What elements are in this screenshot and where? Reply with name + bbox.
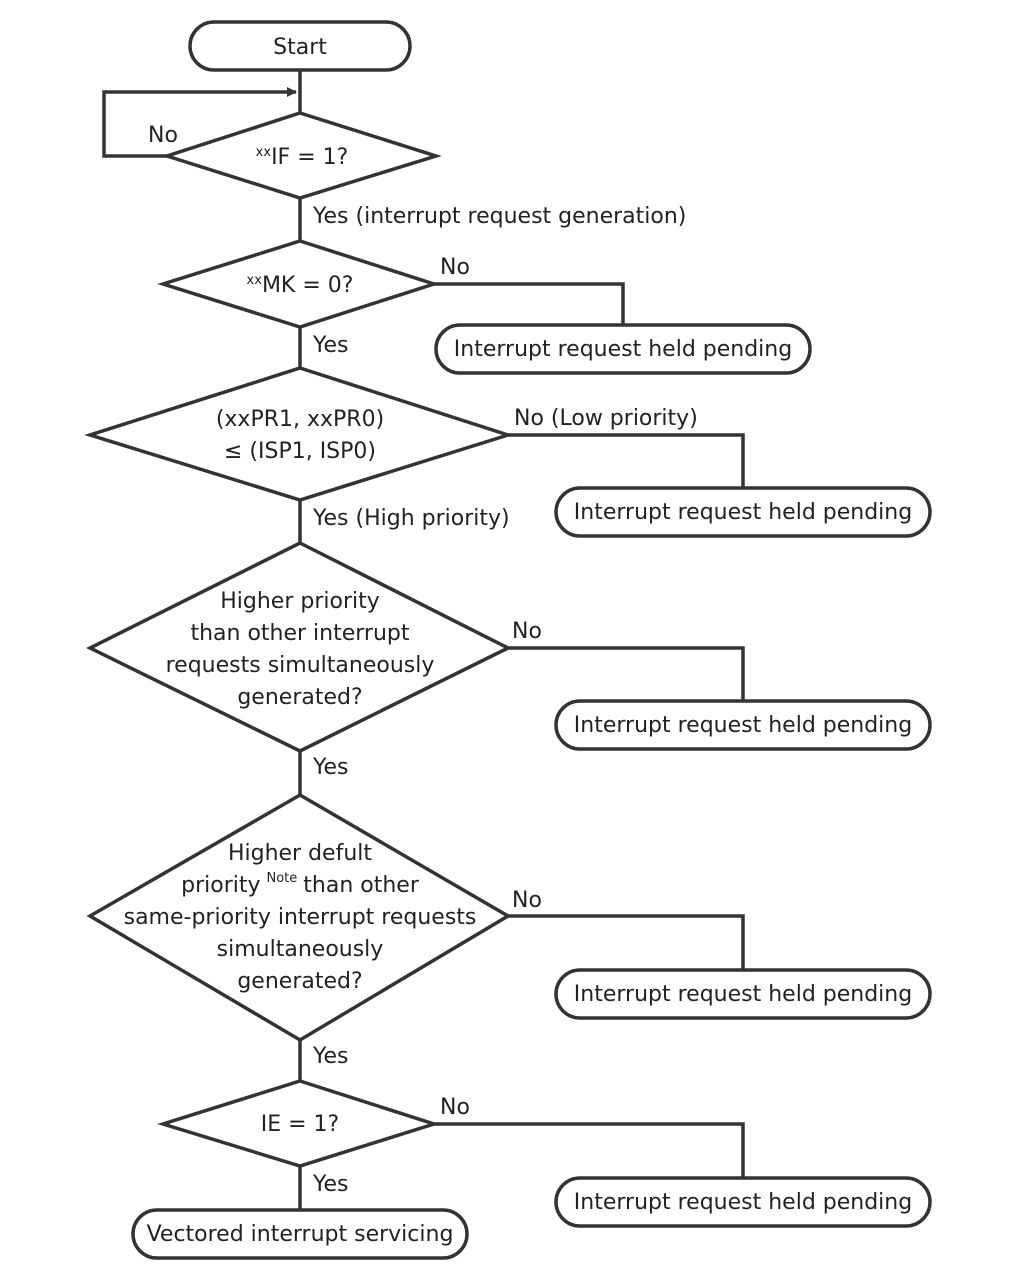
decision-ie [157,1079,440,1168]
pending-label-4: Interrupt request held pending [574,982,912,1007]
pending-box-3 [554,699,932,751]
decision-if [161,111,442,200]
branch-connector [508,646,745,701]
decision-priority-yes-label: Yes (High priority) [312,506,510,531]
decision-ie-no-label: No [440,1095,470,1120]
branch-connector [508,433,745,488]
decision-simultaneous-line2: than other interrupt [190,621,409,646]
decision-priority-line2: ≤ (ISP1, ISP0) [224,439,376,464]
branch-connector [434,1122,745,1178]
decision-simultaneous-line4: generated? [237,685,362,710]
decision-default-line3: same-priority interrupt requests [124,905,477,930]
decision-default-no-label: No [512,888,542,913]
decision-if-label: xxIF = 1? [256,145,349,170]
decision-simultaneous [86,541,512,753]
pending-box-4 [554,968,932,1020]
decision-if-yes-label: Yes (interrupt request generation) [312,204,686,229]
decision-ie-label: IE = 1? [261,1112,339,1137]
pending-box-2 [554,486,932,538]
pending-label-1: Interrupt request held pending [454,337,792,362]
pending-label-3: Interrupt request held pending [574,713,912,738]
end-label: Vectored interrupt servicing [147,1222,454,1247]
pending-label-5: Interrupt request held pending [574,1190,912,1215]
start-label: Start [273,35,327,60]
decision-simultaneous-no-label: No [512,619,542,644]
pending-box-5 [554,1176,932,1228]
pending-box-1 [434,323,812,375]
decision-mk-label: xxMK = 0? [247,273,354,298]
branch-connector [434,282,625,325]
decision-ie-yes-label: Yes [312,1172,349,1197]
decision-priority-no-label: No (Low priority) [514,406,698,431]
loop-connector [102,87,297,158]
decision-if-no-label: No [148,123,178,148]
end-terminal [131,1208,469,1260]
start-terminal [188,20,412,72]
decision-priority-line1: (xxPR1, xxPR0) [216,407,384,432]
decision-default-priority [86,792,512,1043]
decision-simultaneous-line1: Higher priority [220,589,380,614]
decision-default-line4: simultaneously [217,937,384,962]
pending-label-2: Interrupt request held pending [574,500,912,525]
decision-mk [157,239,440,329]
decision-default-line1: Higher defult [228,841,372,866]
decision-mk-yes-label: Yes [312,333,349,358]
decision-default-line5: generated? [237,969,362,994]
branch-connector [508,914,745,970]
decision-mk-no-label: No [440,255,470,280]
decision-simultaneous-yes-label: Yes [312,755,349,780]
decision-priority-level [84,366,514,502]
decision-default-yes-label: Yes [312,1044,349,1069]
decision-simultaneous-line3: requests simultaneously [166,653,435,678]
